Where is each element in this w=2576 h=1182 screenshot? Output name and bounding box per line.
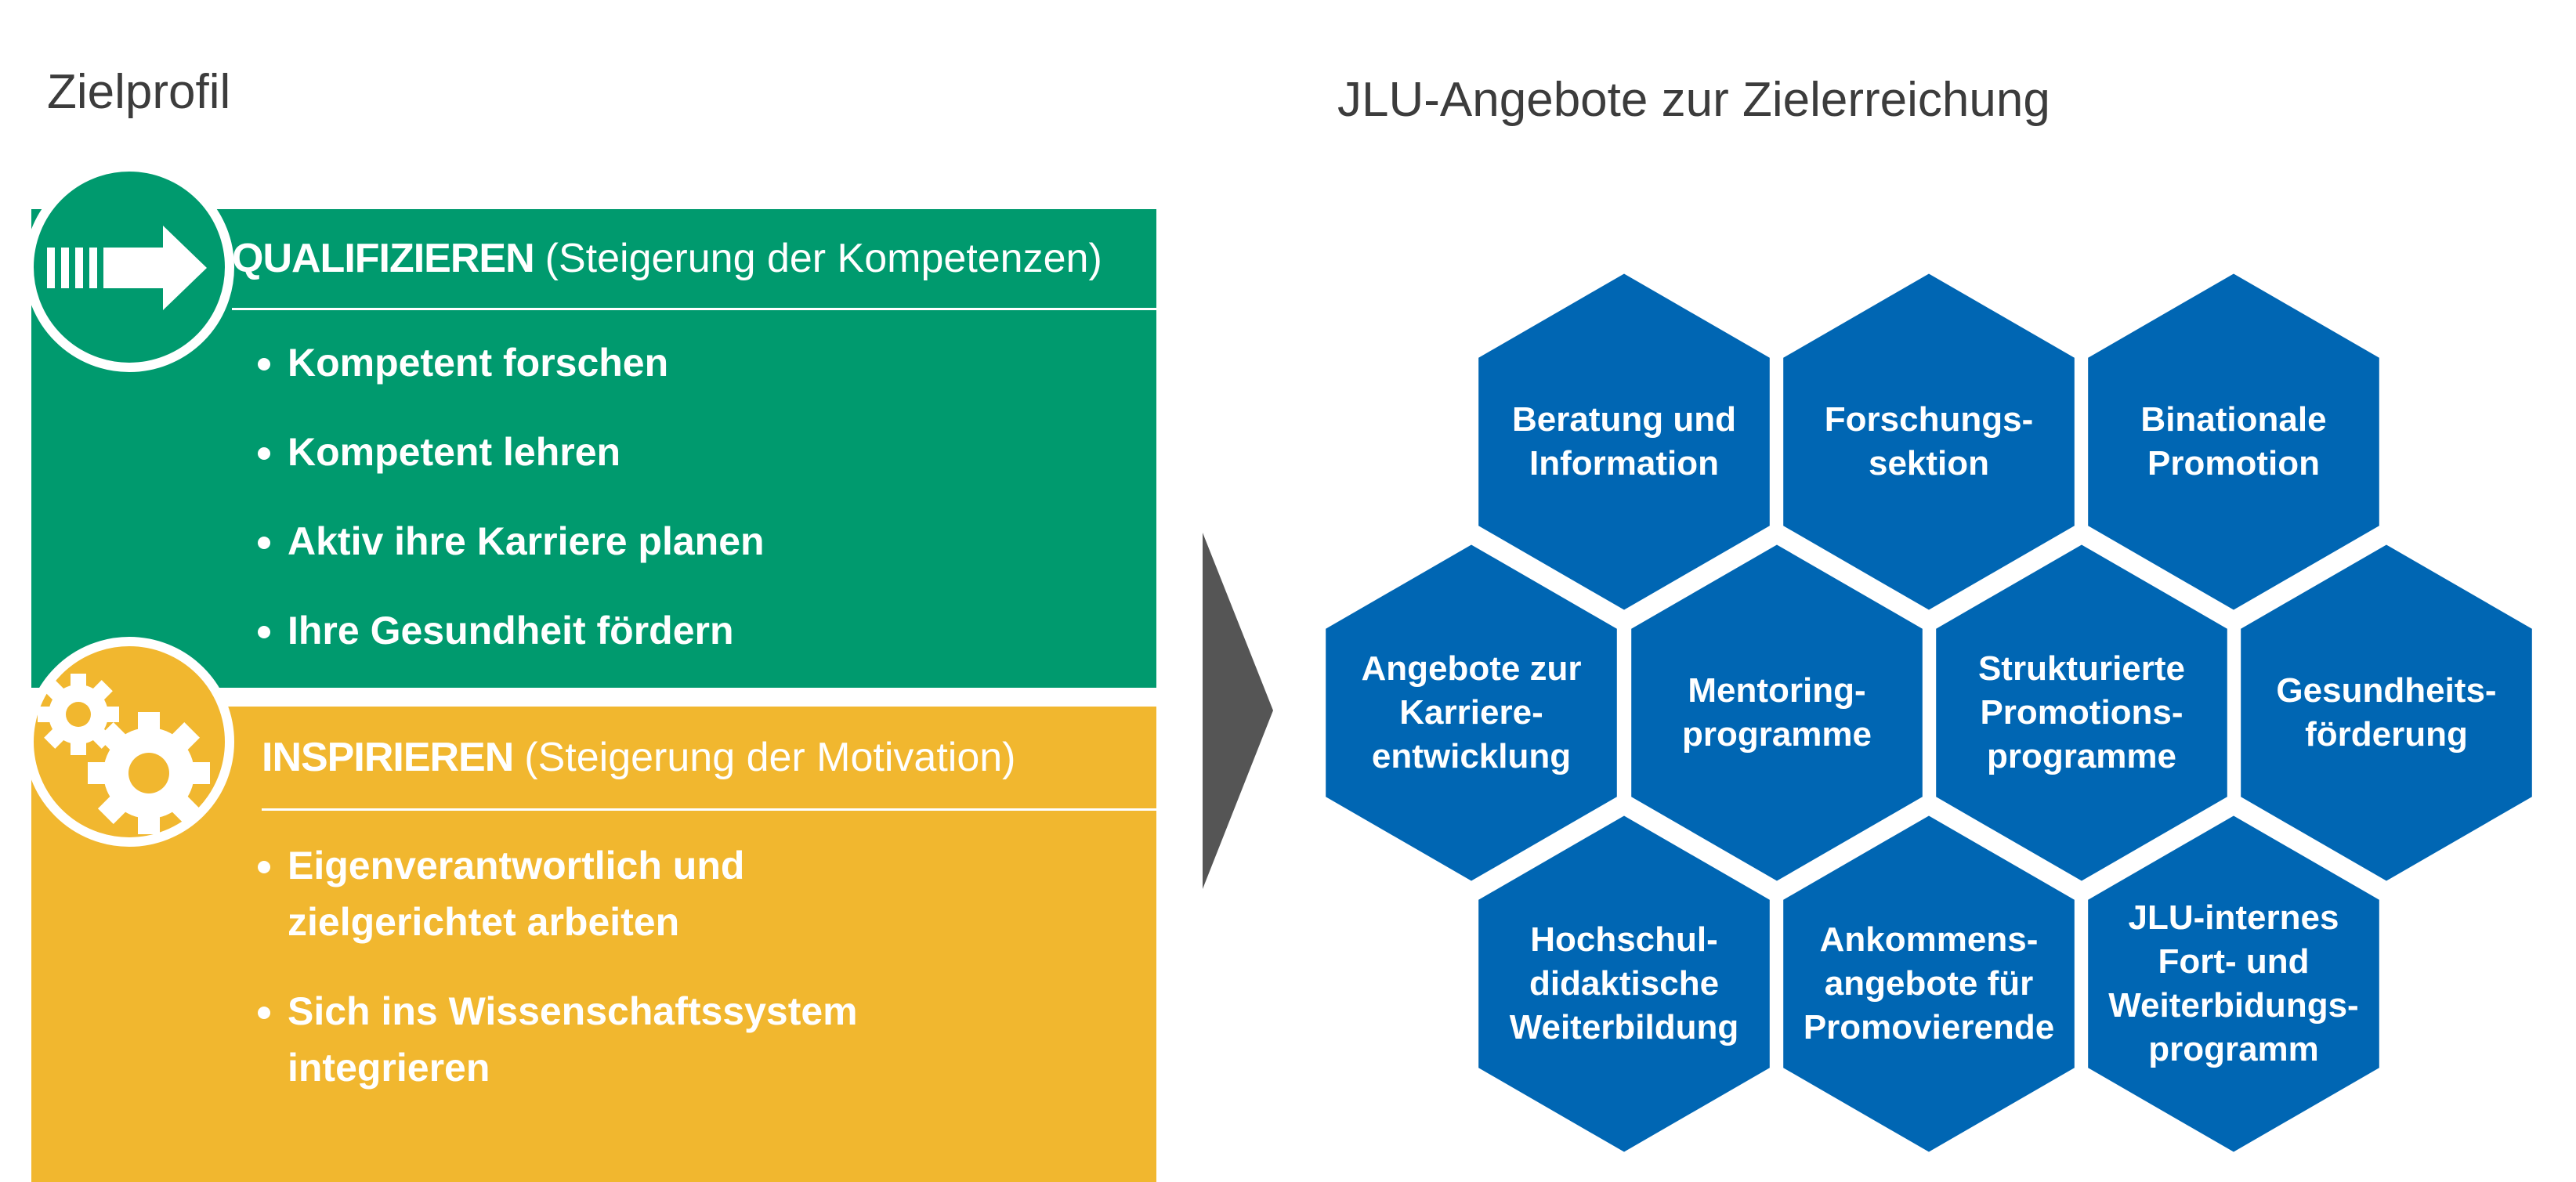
offer-hexagon (1321, 539, 1622, 887)
qualify-title: QUALIFIZIEREN (232, 236, 535, 281)
offer-label: Gesundheits- förderung (2276, 671, 2497, 754)
qualify-bullet: Ihre Gesundheit fördern (255, 602, 1125, 659)
qualify-bullet: Aktiv ihre Karriere planen (255, 513, 1125, 569)
qualify-bullet: Kompetent forschen (255, 334, 1125, 391)
offer-label: Mentoring- programme (1681, 671, 1872, 754)
inspire-bullet: Sich ins Wissenschaftssystem integrieren (255, 983, 1125, 1096)
zielprofil-title: Zielprofil (47, 65, 231, 119)
inspire-header: INSPIRIEREN (Steigerung der Motivation) (262, 707, 1156, 811)
offer-hexagon (2236, 539, 2537, 887)
qualify-bullet: Kompetent lehren (255, 424, 1125, 480)
qualify-header: QUALIFIZIEREN (Steigerung der Kompetenze… (232, 209, 1156, 310)
offer-hexagon (2083, 268, 2384, 616)
offer-label: Forschungs- sektion (1824, 400, 2034, 483)
offer-hexagon (1778, 810, 2079, 1158)
inspire-title: INSPIRIEREN (262, 735, 514, 780)
offer-label: Binationale Promotion (2140, 400, 2327, 483)
gears-icon (24, 637, 234, 847)
offers-title: JLU-Angebote zur Zielerreichung (1337, 73, 2050, 127)
offer-label: Ankommens- angebote für Promovierende (1803, 920, 2055, 1046)
inspire-bullet-list: Eigenverantwortlich und zielgerichtet ar… (255, 837, 1125, 1129)
offer-label: Hochschul- didaktische Weiterbildung (1509, 920, 1739, 1046)
offer-hexagon (1474, 268, 1775, 616)
offer-hexagon (1931, 539, 2232, 887)
inspire-subtitle: (Steigerung der Motivation) (524, 735, 1016, 780)
offer-label: JLU-internes Fort- und Weiterbidungs- pr… (2108, 898, 2359, 1068)
qualify-subtitle: (Steigerung der Kompetenzen) (545, 236, 1102, 281)
offer-label: Strukturierte Promotions- programme (1977, 649, 2186, 775)
inspire-panel: INSPIRIEREN (Steigerung der Motivation) … (31, 707, 1156, 1182)
chevron-right-icon (1203, 533, 1273, 889)
inspire-bullet: Eigenverantwortlich und zielgerichtet ar… (255, 837, 1125, 950)
qualify-bullet-list: Kompetent forschen Kompetent lehren Akti… (255, 334, 1125, 692)
arrow-right-icon (24, 162, 234, 372)
offer-label: Angebote zur Karriere- entwicklung (1361, 649, 1582, 775)
offer-hexagon (1626, 539, 1927, 887)
offer-hexagon (1474, 810, 1775, 1158)
offer-hexagon (2083, 810, 2384, 1158)
offer-label: Beratung und Information (1512, 400, 1736, 483)
offer-hexagon (1778, 268, 2079, 616)
